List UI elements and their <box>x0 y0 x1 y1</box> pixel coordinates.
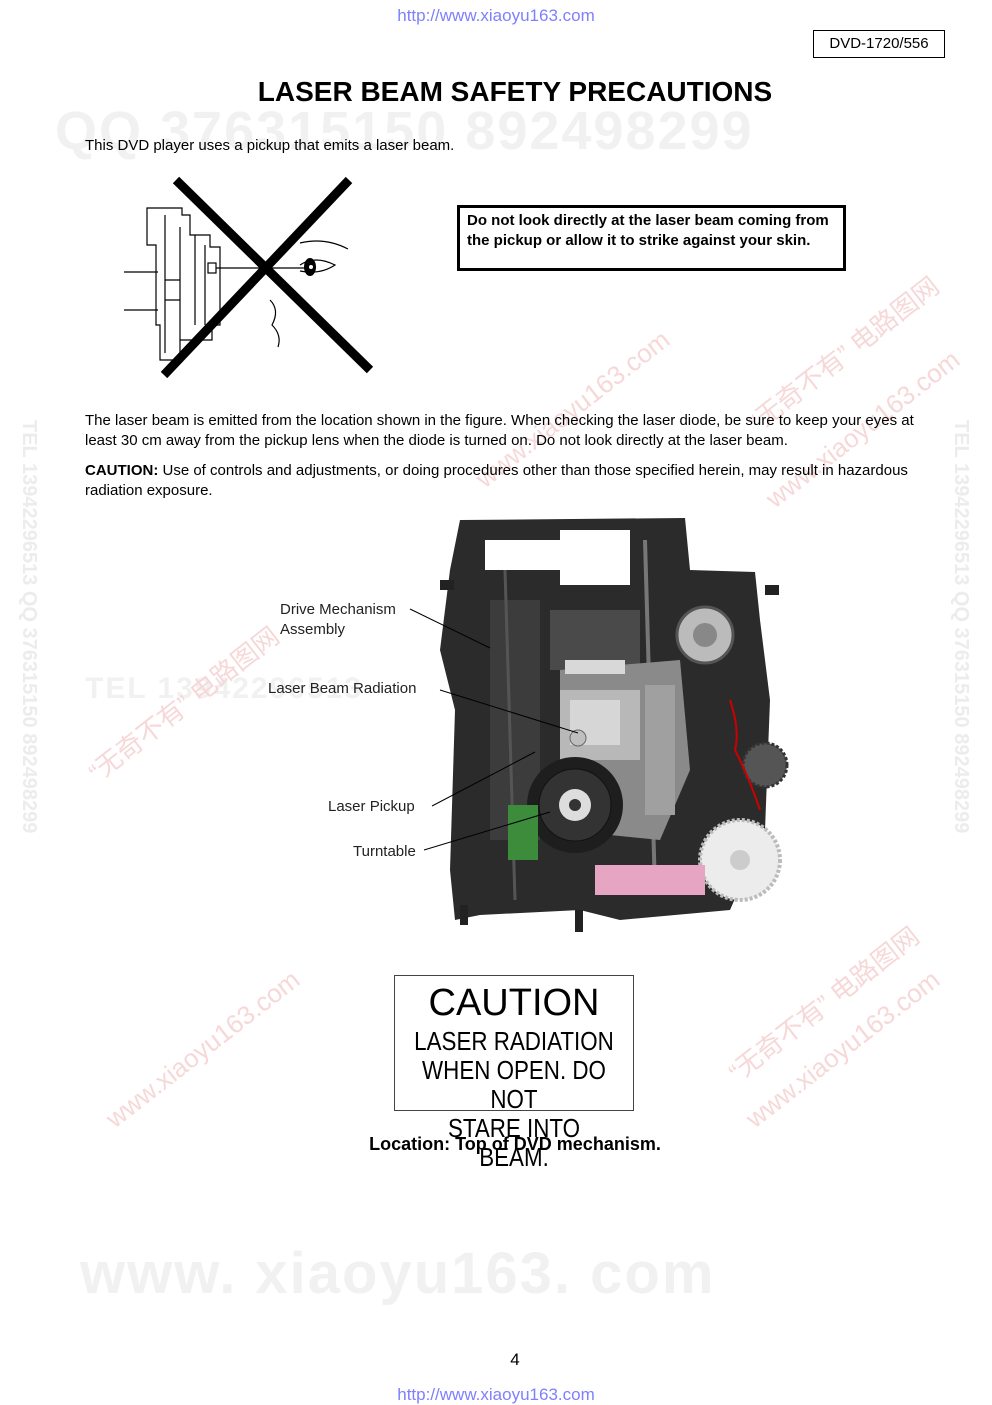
do-not-look-illustration <box>124 176 374 379</box>
caution-label: CAUTION: <box>85 462 159 479</box>
label-drive-mechanism-line2: Assembly <box>280 621 346 638</box>
caution-sticker-line2: WHEN OPEN. DO NOT <box>422 1055 606 1114</box>
location-caption: Location: Top of DVD mechanism. <box>369 1134 661 1154</box>
label-turntable: Turntable <box>353 843 416 860</box>
page-number: 4 <box>510 1350 520 1369</box>
header-url[interactable]: http://www.xiaoyu163.com <box>397 6 595 25</box>
footer-url[interactable]: http://www.xiaoyu163.com <box>397 1385 595 1404</box>
watermark-site: www. xiaoyu163. com <box>80 1241 716 1306</box>
label-drive-mechanism-line1: Drive Mechanism <box>280 601 396 618</box>
caution-paragraph: CAUTION: Use of controls and adjustments… <box>85 461 935 501</box>
caution-text: Use of controls and adjustments, or doin… <box>85 462 908 499</box>
watermark-tel: TEL 13942296513 <box>85 672 363 705</box>
caution-sticker: CAUTION LASER RADIATION WHEN OPEN. DO NO… <box>394 975 634 1172</box>
caution-sticker-heading: CAUTION <box>428 982 600 1024</box>
watermark-qq: QQ 376315150 892498299 <box>55 101 754 161</box>
caution-sticker-line1: LASER RADIATION <box>414 1026 614 1056</box>
caution-sticker-line3: STARE INTO BEAM. <box>447 1113 581 1172</box>
dvd-mechanism-photo <box>440 518 789 932</box>
laser-location-paragraph: The laser beam is emitted from the locat… <box>85 412 914 449</box>
label-laser-pickup: Laser Pickup <box>328 798 415 815</box>
model-number: DVD-1720/556 <box>813 30 945 58</box>
label-drive-mechanism: Drive Mechanism Assembly <box>280 600 396 640</box>
intro-text: This DVD player uses a pickup that emits… <box>85 137 455 154</box>
label-laser-beam-radiation: Laser Beam Radiation <box>268 680 417 697</box>
warning-box: Do not look directly at the laser beam c… <box>457 205 846 271</box>
page-title: LASER BEAM SAFETY PRECAUTIONS <box>257 76 773 107</box>
